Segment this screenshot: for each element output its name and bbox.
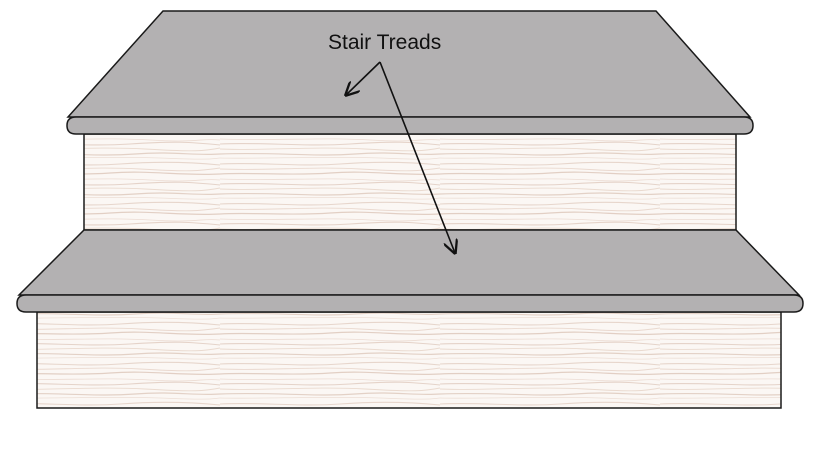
lower-riser [36,311,782,409]
upper-tread-nosing [66,116,754,135]
upper-tread-top [66,10,752,118]
arrow-to-lower-tread [379,61,455,253]
stair-treads-label: Stair Treads [328,31,441,54]
lower-tread-top [17,229,801,296]
lower-tread-nosing [16,294,804,313]
upper-riser [83,133,737,231]
arrow-to-upper-tread [346,61,381,95]
